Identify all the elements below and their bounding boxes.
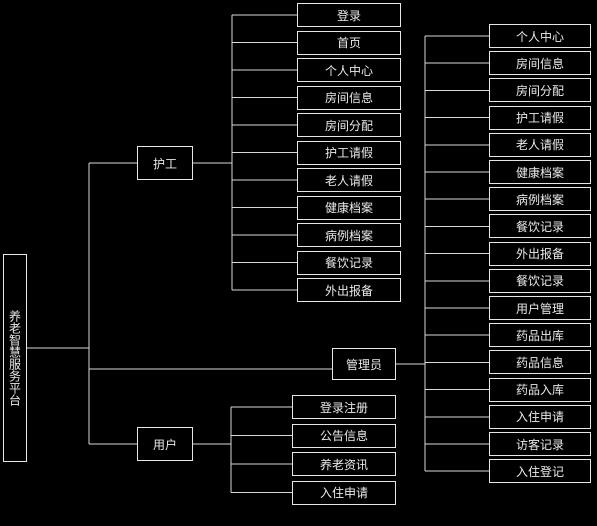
admin-leaf-2: 房间分配	[489, 78, 591, 103]
user-leaf-3: 入住申请	[292, 480, 396, 505]
caregiver-node: 护工	[137, 146, 193, 180]
admin-leaf-1: 房间信息	[489, 51, 591, 76]
caregiver-leaf-9: 餐饮记录	[297, 250, 401, 275]
admin-leaf-4: 老人请假	[489, 132, 591, 157]
admin-leaf-11: 药品出库	[489, 323, 591, 348]
caregiver-leaf-1: 首页	[297, 30, 401, 55]
caregiver-leaf-7: 健康档案	[297, 195, 401, 220]
admin-leaf-0: 个人中心	[489, 24, 591, 48]
caregiver-leaf-3: 房间信息	[297, 85, 401, 110]
caregiver-leaf-2: 个人中心	[297, 58, 401, 82]
admin-leaf-9: 餐饮记录	[489, 268, 591, 293]
admin-leaf-13: 药品入库	[489, 377, 591, 402]
admin-leaf-10: 用户管理	[489, 296, 591, 320]
admin-leaf-3: 护工请假	[489, 105, 591, 130]
user-node: 用户	[137, 427, 193, 461]
admin-leaf-15: 访客记录	[489, 432, 591, 456]
user-leaf-1: 公告信息	[292, 423, 396, 448]
caregiver-leaf-4: 房间分配	[297, 113, 401, 137]
admin-leaf-8: 外出报备	[489, 241, 591, 266]
admin-leaf-6: 病例档案	[489, 187, 591, 212]
admin-leaf-7: 餐饮记录	[489, 214, 591, 239]
admin-leaf-16: 入住登记	[489, 459, 591, 484]
root-node: 养老智慧服务平台	[3, 254, 27, 462]
caregiver-leaf-5: 护工请假	[297, 140, 401, 165]
admin-leaf-5: 健康档案	[489, 160, 591, 184]
admin-leaf-12: 药品信息	[489, 350, 591, 375]
caregiver-leaf-8: 病例档案	[297, 223, 401, 247]
caregiver-leaf-6: 老人请假	[297, 168, 401, 192]
caregiver-leaf-10: 外出报备	[297, 278, 401, 302]
admin-leaf-14: 入住申请	[489, 404, 591, 429]
caregiver-leaf-0: 登录	[297, 3, 401, 27]
user-leaf-2: 养老资讯	[292, 452, 396, 476]
user-leaf-0: 登录注册	[292, 395, 396, 419]
admin-node: 管理员	[332, 348, 396, 380]
